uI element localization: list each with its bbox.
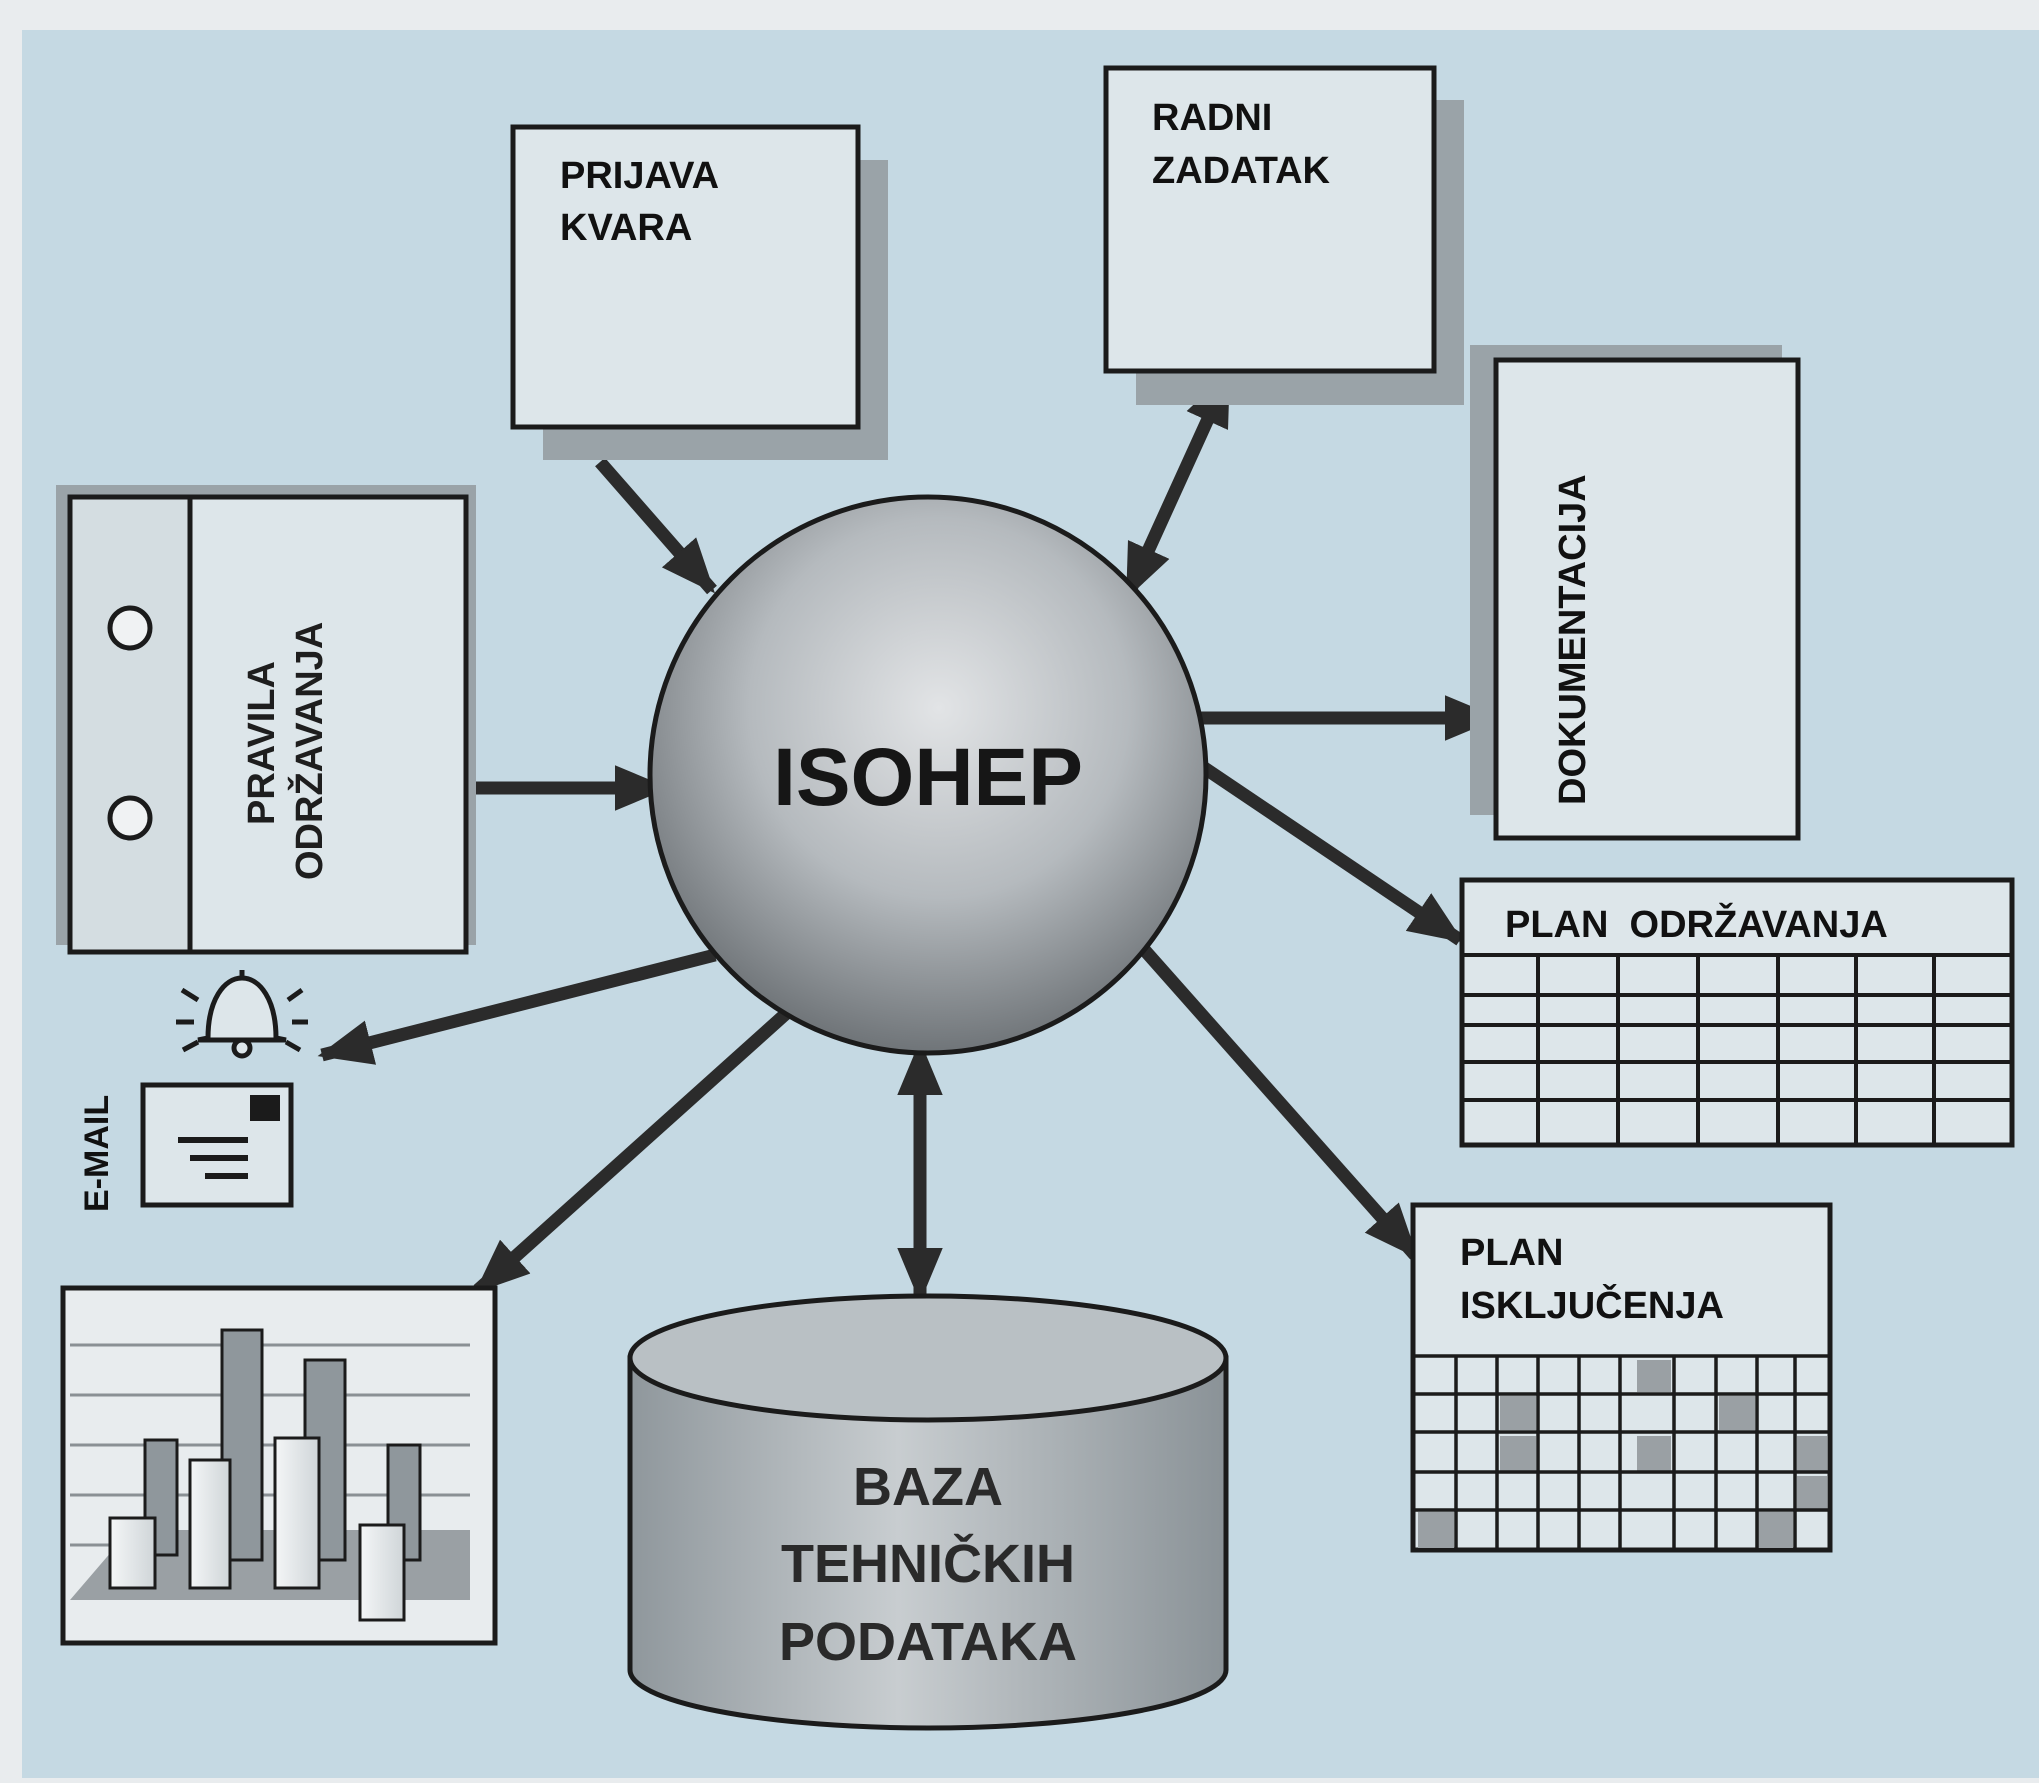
arrow-center-to-plan-iskljucenja [1135,940,1420,1260]
plan-odrzavanja-label: PLAN ODRŽAVANJA [1505,902,1888,946]
binder-ring-bottom [107,795,153,841]
radni-zadatak-line2: ZADATAK [1152,150,1331,192]
plan-iskljucenja-line1: PLAN [1460,1232,1563,1274]
plan-iskljucenja-shaded-cells [1418,1360,1827,1548]
node-baza-tehnickih-podataka: BAZA TEHNIČKIH PODATAKA [627,1293,1229,1731]
pravila-line1: PRAVILA [241,661,283,825]
plan-iskljucenja-grid [1413,1354,1830,1550]
plan-iskljucenja-line2: ISKLJUČENJA [1460,1282,1724,1327]
arrow-center-to-plan-odrzavanja [1196,759,1464,946]
arrow-center-to-chart [473,1005,795,1295]
bell-icon [176,970,308,1059]
prijava-kvara-line2: KVARA [560,207,692,249]
radni-zadatak-line1: RADNI [1152,97,1272,139]
binder-ring-top [107,605,153,651]
plan-odrzavanja-grid [1462,953,2012,1145]
email-label: E-MAIL [78,1095,116,1212]
node-pravila-odrzavanja: PRAVILA ODRŽAVANJA [56,485,476,955]
node-plan-iskljucenja: PLAN ISKLJUČENJA [1410,1202,1833,1553]
baza-line1: BAZA [853,1457,1003,1517]
node-isohep-center: ISOHEP [647,494,1209,1056]
prijava-kvara-line1: PRIJAVA [560,155,719,197]
bar-chart-illustration [60,1285,498,1646]
pravila-line2: ODRŽAVANJA [287,622,331,880]
arrow-center-to-email [317,948,717,1065]
dokumentacija-label: DOKUMENTACIJA [1552,474,1594,805]
arrows [317,370,1500,1303]
baza-line3: PODATAKA [779,1612,1077,1672]
node-prijava-kvara: PRIJAVA KVARA [510,124,888,460]
arrow-radni-zadatak-bidirectional [1122,370,1234,600]
node-plan-odrzavanja: PLAN ODRŽAVANJA [1459,877,2015,1148]
isohep-label: ISOHEP [773,732,1083,823]
arrow-prijava-to-center [595,457,717,595]
node-dokumentacija: DOKUMENTACIJA [1470,345,1801,841]
baza-line2: TEHNIČKIH [781,1533,1075,1594]
node-radni-zadatak: RADNI ZADATAK [1103,65,1464,405]
email-icon [140,1082,294,1208]
